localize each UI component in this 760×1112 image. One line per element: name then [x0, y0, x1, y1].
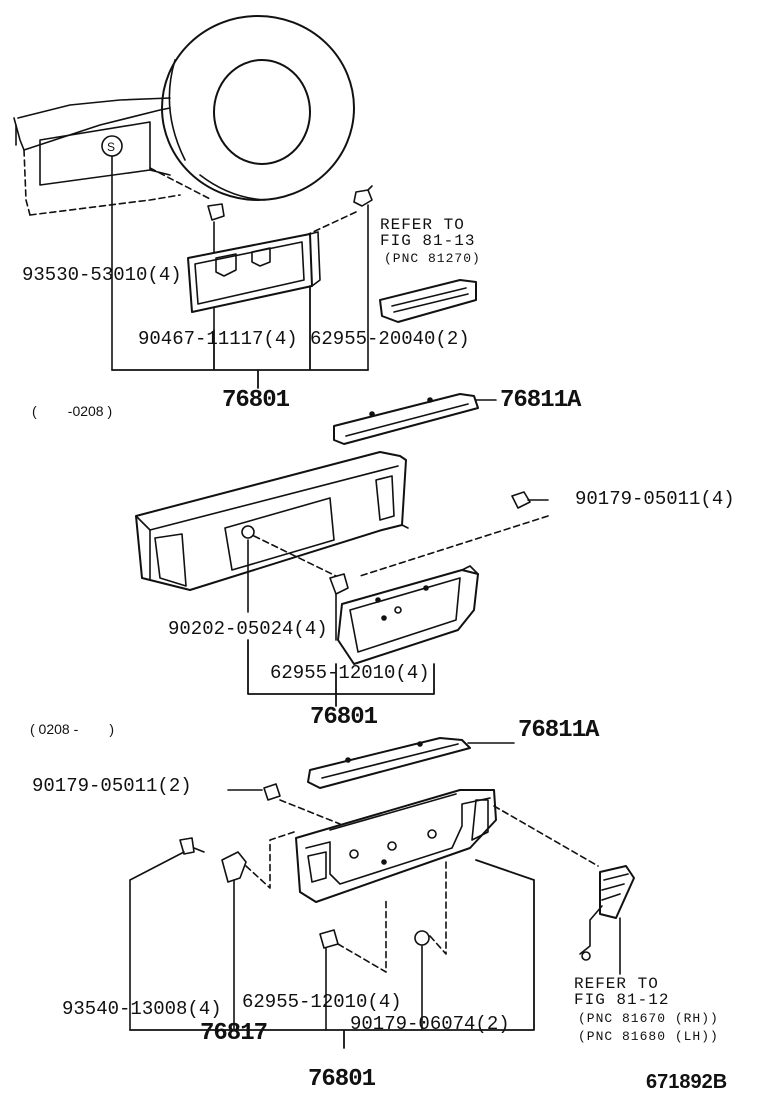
leader-s3-bolt [129, 851, 185, 1031]
part-label-93540-13008: 93540-13008(4) [62, 998, 222, 1020]
dashes-s3-e [493, 805, 599, 867]
back-door-panel [13, 97, 181, 216]
spare-tire [161, 15, 355, 201]
dashes-s3-c [337, 899, 387, 973]
bracket-s2 [247, 639, 435, 707]
dashes-s3-d [429, 859, 447, 955]
back-door-s2 [135, 451, 409, 591]
svg-text:S: S [107, 140, 115, 154]
license-plate-garnish-s2 [337, 565, 479, 665]
bracket-label-76817: 76817 [200, 1020, 268, 1047]
garnish-label-s2: 76811A [500, 387, 581, 414]
stop-lamp-ref-s1 [379, 279, 477, 323]
part-label-90179-06074: 90179-06074(2) [350, 1013, 510, 1035]
part-label-93530-53010: 93530-53010(4) [22, 264, 182, 286]
refer-line3-s3: (PNC 81670 (RH)) [578, 1011, 719, 1026]
license-plate-garnish-s3 [295, 789, 497, 903]
nut-s2 [511, 491, 531, 509]
refer-line1-s1: REFER TO [380, 216, 465, 234]
grommet-s2 [241, 525, 255, 539]
refer-line1-s3: REFER TO [574, 975, 659, 993]
screw-s3 [319, 929, 339, 949]
license-lamp-ref-s3 [579, 865, 635, 961]
bracket-76817-s3 [221, 851, 247, 883]
part-label-90467-11117: 90467-11117(4) [138, 328, 298, 350]
garnish-label-s3: 76811A [518, 717, 599, 744]
license-plate-garnish-s1 [187, 231, 321, 313]
part-label-90202-05024: 90202-05024(4) [168, 618, 328, 640]
assembly-label-s3: 76801 [308, 1066, 376, 1093]
part-label-62955-12010-s2: 62955-12010(4) [270, 662, 430, 684]
bolt-s3 [179, 837, 205, 855]
refer-line4-s3: (PNC 81680 (LH)) [578, 1029, 719, 1044]
clip-s1 [207, 203, 225, 221]
part-label-62955-20040: 62955-20040(2) [310, 328, 470, 350]
refer-line3-s1: (PNC 81270) [384, 251, 481, 266]
date-range-s3: ( 0208 - ) [30, 721, 115, 737]
bracket-s1 [111, 285, 369, 389]
garnish-76811A-s3 [307, 737, 471, 789]
dashes-s3-b [245, 831, 295, 889]
screw-s2 [329, 573, 349, 595]
date-range-s2: ( -0208 ) [32, 403, 113, 419]
part-label-90179-05011-s2: 90179-05011(4) [575, 488, 735, 510]
dashes-s2-a [253, 535, 337, 577]
part-label-90179-05011-s3: 90179-05011(2) [32, 775, 192, 797]
part-label-62955-12010-s3: 62955-12010(4) [242, 991, 402, 1013]
refer-line2-s3: FIG 81-12 [574, 991, 670, 1009]
screw-s1 [353, 185, 373, 207]
dashes-s3-a [279, 799, 341, 825]
assembly-label-s1: 76801 [222, 387, 290, 414]
bracket-s3 [129, 859, 535, 1049]
garnish-76811A-s2 [333, 393, 479, 445]
nut-s3 [263, 783, 281, 801]
refer-line2-s1: FIG 81-13 [380, 232, 476, 250]
grommet-s1: S [101, 135, 123, 157]
dashes-s1-a [149, 167, 213, 201]
assembly-label-s2: 76801 [310, 704, 378, 731]
dashes-s2-b [359, 515, 549, 577]
figure-number: 671892B [646, 1071, 728, 1093]
nut2-s3 [414, 930, 430, 946]
